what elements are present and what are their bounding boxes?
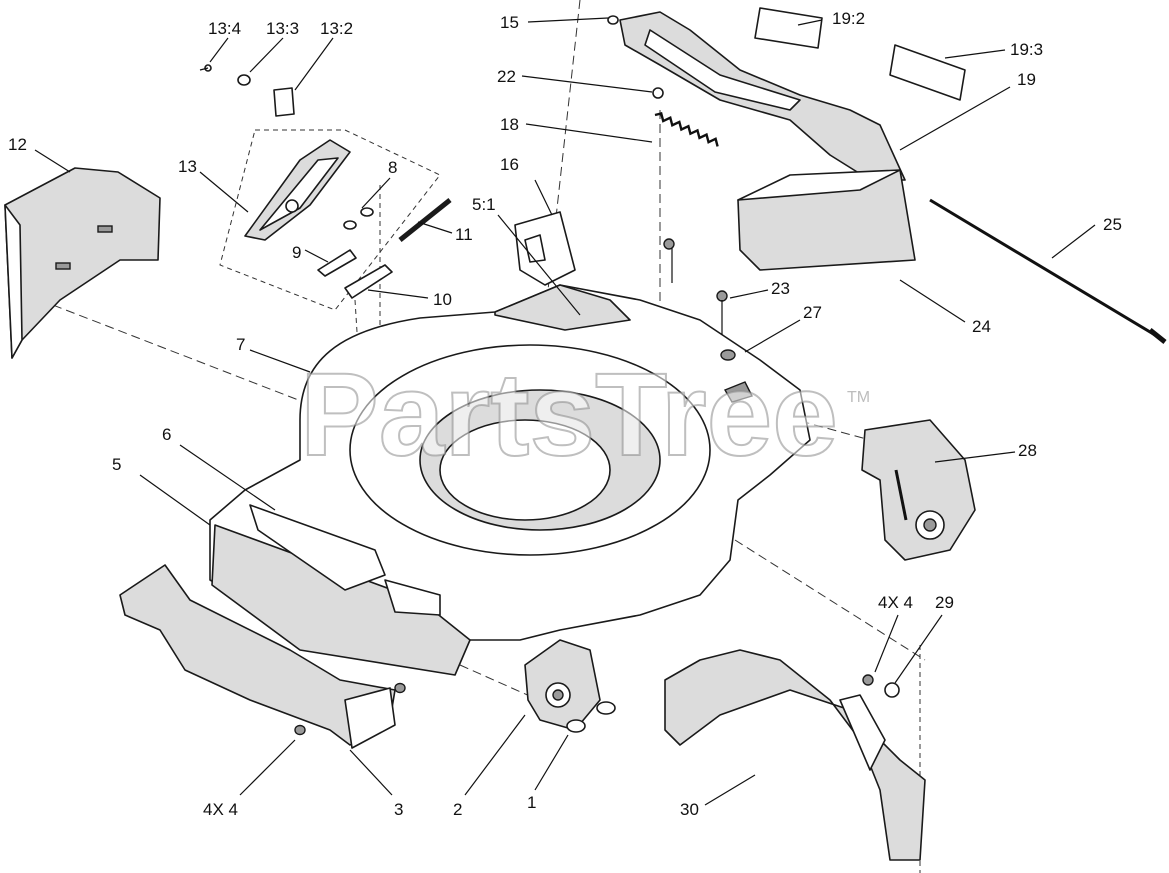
callout-27: 27 [803,303,822,322]
callout-22: 22 [497,67,516,86]
callout-10: 10 [433,290,452,309]
part-25-rod [929,198,1167,344]
callout-11: 11 [455,225,473,244]
callout-5: 5 [112,455,121,474]
callout-2: 2 [453,800,462,819]
part-19-rear-handle [607,7,966,181]
latch-hardware [317,198,452,299]
callout-1: 1 [527,793,536,812]
callout-19-2: 19:2 [832,9,865,28]
watermark-tm: TM [847,389,870,406]
callout-23: 23 [771,279,790,298]
callout-19: 19 [1017,70,1036,89]
callout-16: 16 [500,155,519,174]
watermark-text: PartsTree [300,349,838,481]
callout-15: 15 [500,13,519,32]
callout-25: 25 [1103,215,1122,234]
callout-13-4: 13:4 [208,19,241,38]
callout-3: 3 [394,800,403,819]
callout-18: 18 [500,115,519,134]
callout-30: 30 [680,800,699,819]
part-16-bracket [514,211,576,286]
callout-labels: 1 2 3 4X 4 4X 4 5 5:1 6 7 8 9 10 11 12 1… [8,9,1122,819]
callout-19-3: 19:3 [1010,40,1043,59]
callout-12: 12 [8,135,27,154]
part-28-height-plate [861,419,976,561]
part-5-mower-deck [209,284,811,676]
callout-13: 13 [178,157,197,176]
callout-6: 6 [162,425,171,444]
watermark: PartsTree TM [299,348,870,482]
part-12-side-guard [4,167,161,359]
callout-13-2: 13:2 [320,19,353,38]
part-24-rear-flap [737,169,916,271]
callout-8: 8 [388,158,397,177]
leader-lines [34,17,1096,806]
part-3-left-skirt [119,564,406,749]
part-2-height-plate [524,639,616,733]
callout-4x4-left: 4X 4 [203,800,238,819]
callout-24: 24 [972,317,991,336]
callout-9: 9 [292,243,301,262]
part-13-latch-assembly [199,64,351,241]
callout-7: 7 [236,335,245,354]
spring-hardware [652,87,728,335]
callout-13-3: 13:3 [266,19,299,38]
callout-4x4-right: 4X 4 [878,593,913,612]
part-27-clip [720,349,753,403]
callout-29: 29 [935,593,954,612]
callout-28: 28 [1018,441,1037,460]
callout-5-1: 5:1 [472,195,496,214]
part-30-rear-skirt [664,649,926,861]
